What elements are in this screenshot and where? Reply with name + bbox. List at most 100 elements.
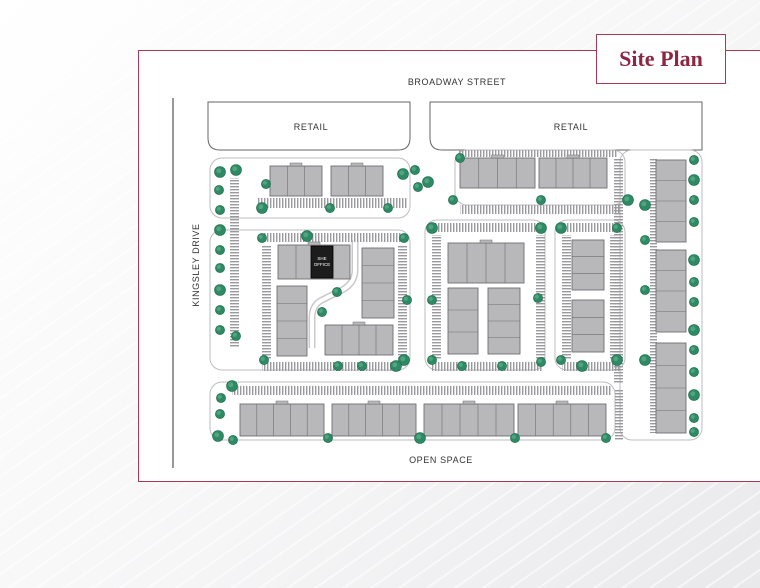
- tree-highlight: [424, 178, 430, 184]
- tree-highlight: [613, 224, 618, 229]
- office-building: [310, 245, 334, 279]
- tree-highlight: [400, 356, 406, 362]
- street-label-broadway: BROADWAY STREET: [408, 77, 506, 87]
- parking-stalls: [262, 362, 402, 371]
- tree-highlight: [557, 224, 563, 230]
- tree-highlight: [258, 204, 264, 210]
- parking-stalls: [562, 362, 620, 371]
- tree-highlight: [690, 346, 695, 351]
- tree-highlight: [228, 382, 234, 388]
- parking-stalls: [432, 235, 441, 360]
- tree-highlight: [578, 362, 584, 368]
- building-entry: [275, 400, 289, 405]
- tree-highlight: [690, 326, 696, 332]
- parking-stalls: [258, 198, 408, 208]
- parking-stalls: [562, 235, 571, 360]
- tree-highlight: [534, 294, 539, 299]
- tree-highlight: [216, 206, 221, 211]
- tree-highlight: [326, 204, 331, 209]
- tree-highlight: [428, 296, 433, 301]
- tree-highlight: [428, 356, 433, 361]
- parking-stalls: [432, 223, 542, 232]
- site-plan-title-box: Site Plan: [596, 34, 726, 84]
- tree-highlight: [217, 394, 222, 399]
- page-title: Site Plan: [619, 46, 703, 71]
- tree-highlight: [537, 224, 543, 230]
- building-entry: [367, 400, 381, 405]
- tree-highlight: [690, 256, 696, 262]
- tree-highlight: [458, 362, 463, 367]
- building-17: [239, 403, 325, 437]
- tree-highlight: [690, 414, 695, 419]
- tree-highlight: [215, 186, 220, 191]
- tree-highlight: [690, 298, 695, 303]
- tree-highlight: [214, 432, 220, 438]
- parking-stalls: [614, 158, 623, 383]
- tree-highlight: [511, 434, 516, 439]
- tree-highlight: [690, 176, 696, 182]
- tree-highlight: [557, 356, 562, 361]
- parking-stalls: [432, 362, 542, 371]
- tree-highlight: [411, 166, 416, 171]
- tree-highlight: [318, 308, 323, 313]
- tree-highlight: [216, 326, 221, 331]
- tree-highlight: [416, 434, 422, 440]
- parking-stalls: [615, 390, 623, 440]
- building-entry: [350, 162, 364, 167]
- tree-highlight: [613, 356, 619, 362]
- tree-highlight: [403, 296, 408, 301]
- building-entry: [555, 400, 569, 405]
- building-18: [331, 403, 417, 437]
- tree-highlight: [216, 264, 221, 269]
- tree-highlight: [232, 332, 237, 337]
- tree-highlight: [690, 391, 696, 397]
- parking-stalls: [262, 245, 271, 360]
- parking-stalls: [562, 223, 620, 232]
- tree-highlight: [690, 278, 695, 283]
- office-label-line1: SHE: [317, 256, 326, 261]
- retail-label-left: RETAIL: [294, 122, 328, 132]
- street-label-kingsley: KINGSLEY DRIVE: [191, 223, 201, 306]
- building-entry: [491, 154, 504, 159]
- tree-highlight: [232, 166, 238, 172]
- parking-stalls: [232, 386, 612, 395]
- tree-highlight: [216, 410, 221, 415]
- tree-highlight: [216, 306, 221, 311]
- tree-highlight: [602, 434, 607, 439]
- parking-stalls: [398, 245, 407, 360]
- tree-highlight: [216, 246, 221, 251]
- tree-highlight: [537, 358, 542, 363]
- tree-highlight: [641, 356, 647, 362]
- retail-label-right: RETAIL: [554, 122, 588, 132]
- tree-highlight: [428, 224, 434, 230]
- parking-stalls: [458, 150, 618, 157]
- building-entry: [479, 239, 493, 244]
- tree-highlight: [641, 286, 646, 291]
- tree-highlight: [334, 362, 339, 367]
- tree-highlight: [324, 434, 329, 439]
- building-entry: [289, 162, 303, 167]
- building-15: [571, 239, 605, 291]
- parking-stalls: [460, 205, 620, 214]
- tree-highlight: [392, 362, 398, 368]
- building-2: [330, 165, 384, 197]
- tree-highlight: [690, 156, 695, 161]
- building-13: [447, 287, 479, 355]
- tree-highlight: [690, 218, 695, 223]
- drive-aisle: [209, 157, 411, 219]
- retail-pad-left: [207, 101, 411, 151]
- tree-highlight: [260, 356, 265, 361]
- tree-highlight: [216, 168, 222, 174]
- open-space-label: OPEN SPACE: [409, 455, 473, 465]
- tree-highlight: [399, 170, 405, 176]
- tree-highlight: [262, 180, 267, 185]
- tree-highlight: [690, 196, 695, 201]
- tree-highlight: [498, 362, 503, 367]
- tree-highlight: [400, 234, 405, 239]
- building-19: [423, 403, 515, 437]
- tree-highlight: [690, 428, 695, 433]
- tree-highlight: [303, 232, 309, 238]
- tree-highlight: [641, 201, 647, 207]
- tree-highlight: [358, 362, 363, 367]
- tree-highlight: [624, 196, 630, 202]
